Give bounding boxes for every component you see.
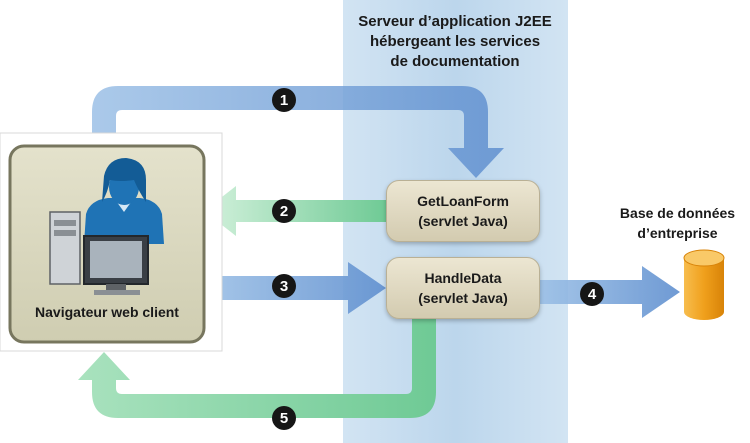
getloanform-servlet-box: GetLoanForm (servlet Java) [386, 180, 540, 242]
computer-icon [49, 211, 149, 295]
step-4-badge: 4 [580, 282, 604, 306]
getloanform-name: GetLoanForm [417, 193, 509, 209]
step-3-badge: 3 [272, 274, 296, 298]
arrow-step-4 [538, 266, 680, 318]
step-1-badge: 1 [272, 88, 296, 112]
database-label: Base de données d’entreprise [619, 205, 736, 241]
getloanform-type: (servlet Java) [418, 213, 508, 229]
user-icon [84, 158, 164, 244]
server-title: Serveur d’application J2EE hébergeant le… [358, 13, 552, 70]
handledata-type: (servlet Java) [418, 290, 508, 306]
handledata-name: HandleData [424, 270, 502, 286]
database-icon [683, 249, 725, 320]
client-label: Navigateur web client [35, 304, 179, 320]
step-5-badge: 5 [272, 406, 296, 430]
handledata-servlet-box: HandleData (servlet Java) [386, 257, 540, 319]
arrow-step-1 [92, 86, 504, 178]
step-2-badge: 2 [272, 199, 296, 223]
arrow-step-5 [78, 318, 436, 418]
